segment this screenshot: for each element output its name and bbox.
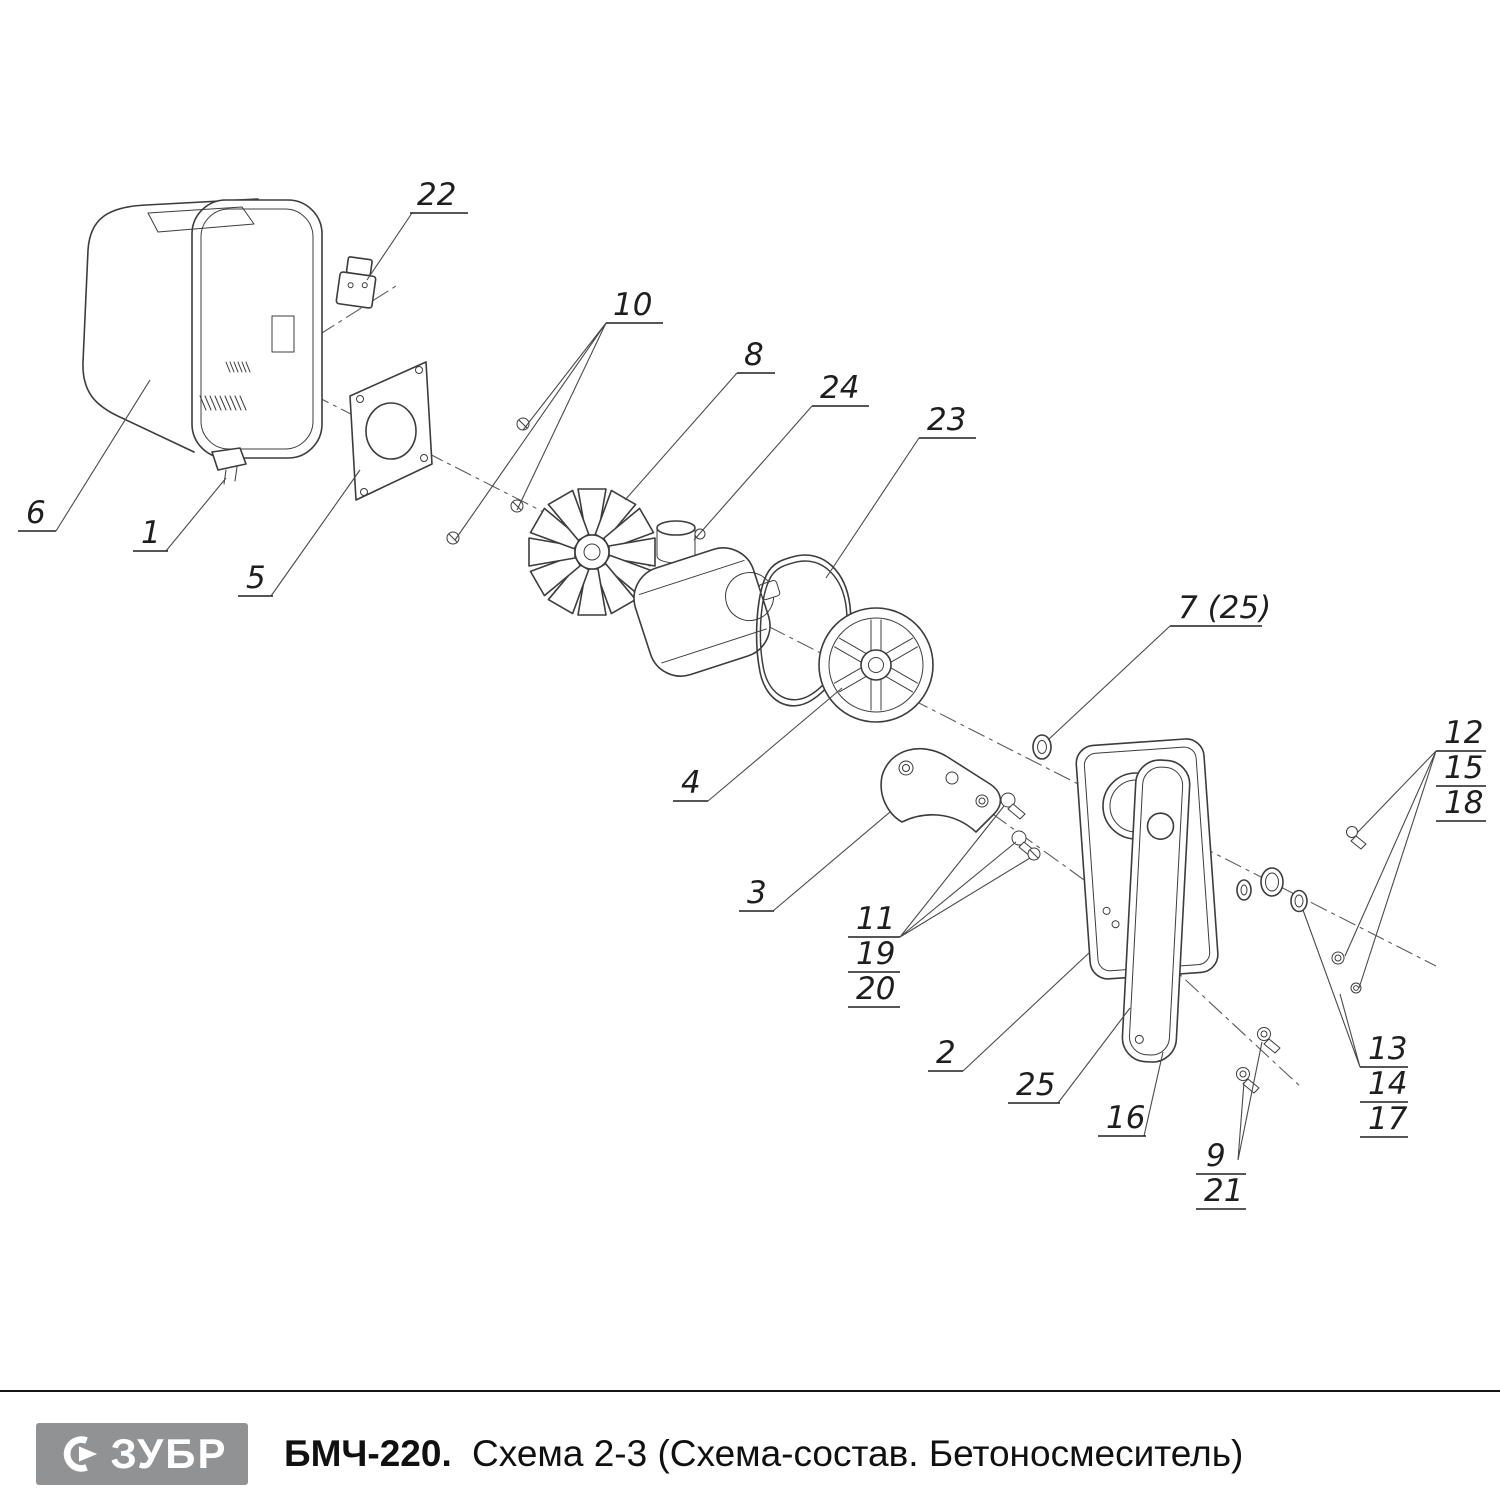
leader-1 — [165, 477, 227, 552]
drive-belt-part — [755, 554, 852, 707]
callout-25-label: 25 — [1016, 1067, 1055, 1103]
callout-4-label: 4 — [681, 765, 701, 801]
callout-18-label: 18 — [1444, 785, 1483, 821]
callout-23-label: 23 — [927, 402, 966, 438]
callout-15-label: 15 — [1444, 750, 1483, 786]
callout-14-label: 14 — [1368, 1066, 1407, 1102]
zubr-logo-icon — [64, 1436, 98, 1472]
callout-3-label: 3 — [747, 875, 767, 911]
lower-axis-line — [1161, 957, 1303, 1089]
diagram-subtitle: Схема 2-3 (Схема-состав. Бетоносмеситель… — [472, 1433, 1244, 1474]
callout-leaders — [18, 212, 1486, 1210]
bolts-9-21 — [1236, 1027, 1281, 1094]
callout-24-label: 24 — [820, 370, 859, 406]
leader-25 — [1057, 1007, 1131, 1104]
motor-cover-part — [82, 198, 323, 459]
leader-11-19-20 — [899, 805, 1031, 938]
callout-9-label: 9 — [1206, 1138, 1226, 1174]
leader-24 — [693, 405, 813, 541]
leader-12-15-18 — [1344, 750, 1437, 989]
leader-16 — [1143, 1051, 1164, 1137]
support-arm-part — [1121, 759, 1191, 1063]
footer-separator — [0, 1390, 1500, 1392]
callout-12-label: 12 — [1444, 715, 1483, 751]
diagram-caption: БМЧ-220. Схема 2-3 (Схема-состав. Бетоно… — [284, 1433, 1243, 1475]
leader-13-14-17 — [1302, 909, 1361, 1068]
power-plug-part — [211, 447, 247, 485]
leader-6 — [55, 379, 151, 532]
bolts-11-19-20 — [1000, 792, 1041, 861]
leader-8 — [624, 372, 738, 501]
leader-7-25 — [1047, 625, 1171, 741]
model-number: БМЧ-220. — [284, 1433, 452, 1474]
bearing-rings — [1236, 867, 1308, 913]
callout-6-label: 6 — [26, 495, 46, 531]
callout-7-25-label: 7 (25) — [1178, 590, 1271, 626]
callout-22-label: 22 — [417, 177, 456, 213]
fasteners-right — [1331, 826, 1367, 994]
leader-3 — [772, 811, 891, 912]
brand-name: ЗУБР — [110, 1430, 228, 1477]
switch-axis-line — [291, 285, 397, 353]
callout-10-label: 10 — [613, 287, 652, 323]
callout-13-label: 13 — [1368, 1031, 1407, 1067]
washer-7-25-part — [1032, 734, 1052, 760]
callout-8-label: 8 — [744, 337, 764, 373]
screws-10 — [446, 417, 530, 545]
callout-1-label: 1 — [141, 515, 161, 551]
mounting-plate-part — [349, 361, 433, 501]
pulley-part — [818, 607, 934, 723]
callout-19-label: 19 — [856, 936, 895, 972]
callout-5-label: 5 — [246, 560, 266, 596]
callout-17-label: 17 — [1368, 1101, 1408, 1137]
callout-labels: 22 10 8 24 23 7 (25) 12 15 18 6 1 5 4 3 … — [26, 177, 1483, 1209]
leader-22 — [366, 212, 413, 281]
switch-part — [335, 256, 377, 309]
leader-4 — [707, 687, 843, 802]
brand-logo: ЗУБР — [36, 1423, 248, 1485]
leader-5 — [270, 469, 361, 597]
leader-9-21 — [1237, 1041, 1263, 1161]
callout-20-label: 20 — [856, 971, 895, 1007]
bracket-part — [880, 748, 1002, 833]
leader-23 — [825, 437, 920, 579]
footer: ЗУБР БМЧ-220. Схема 2-3 (Схема-состав. Б… — [0, 1414, 1500, 1494]
cover-vent-slots — [199, 361, 251, 411]
callout-2-label: 2 — [936, 1035, 956, 1071]
callout-21-label: 21 — [1204, 1173, 1243, 1209]
callout-16-label: 16 — [1106, 1100, 1145, 1136]
callout-11-label: 11 — [856, 901, 895, 937]
leader-10 — [454, 322, 607, 541]
leader-2 — [962, 951, 1091, 1072]
